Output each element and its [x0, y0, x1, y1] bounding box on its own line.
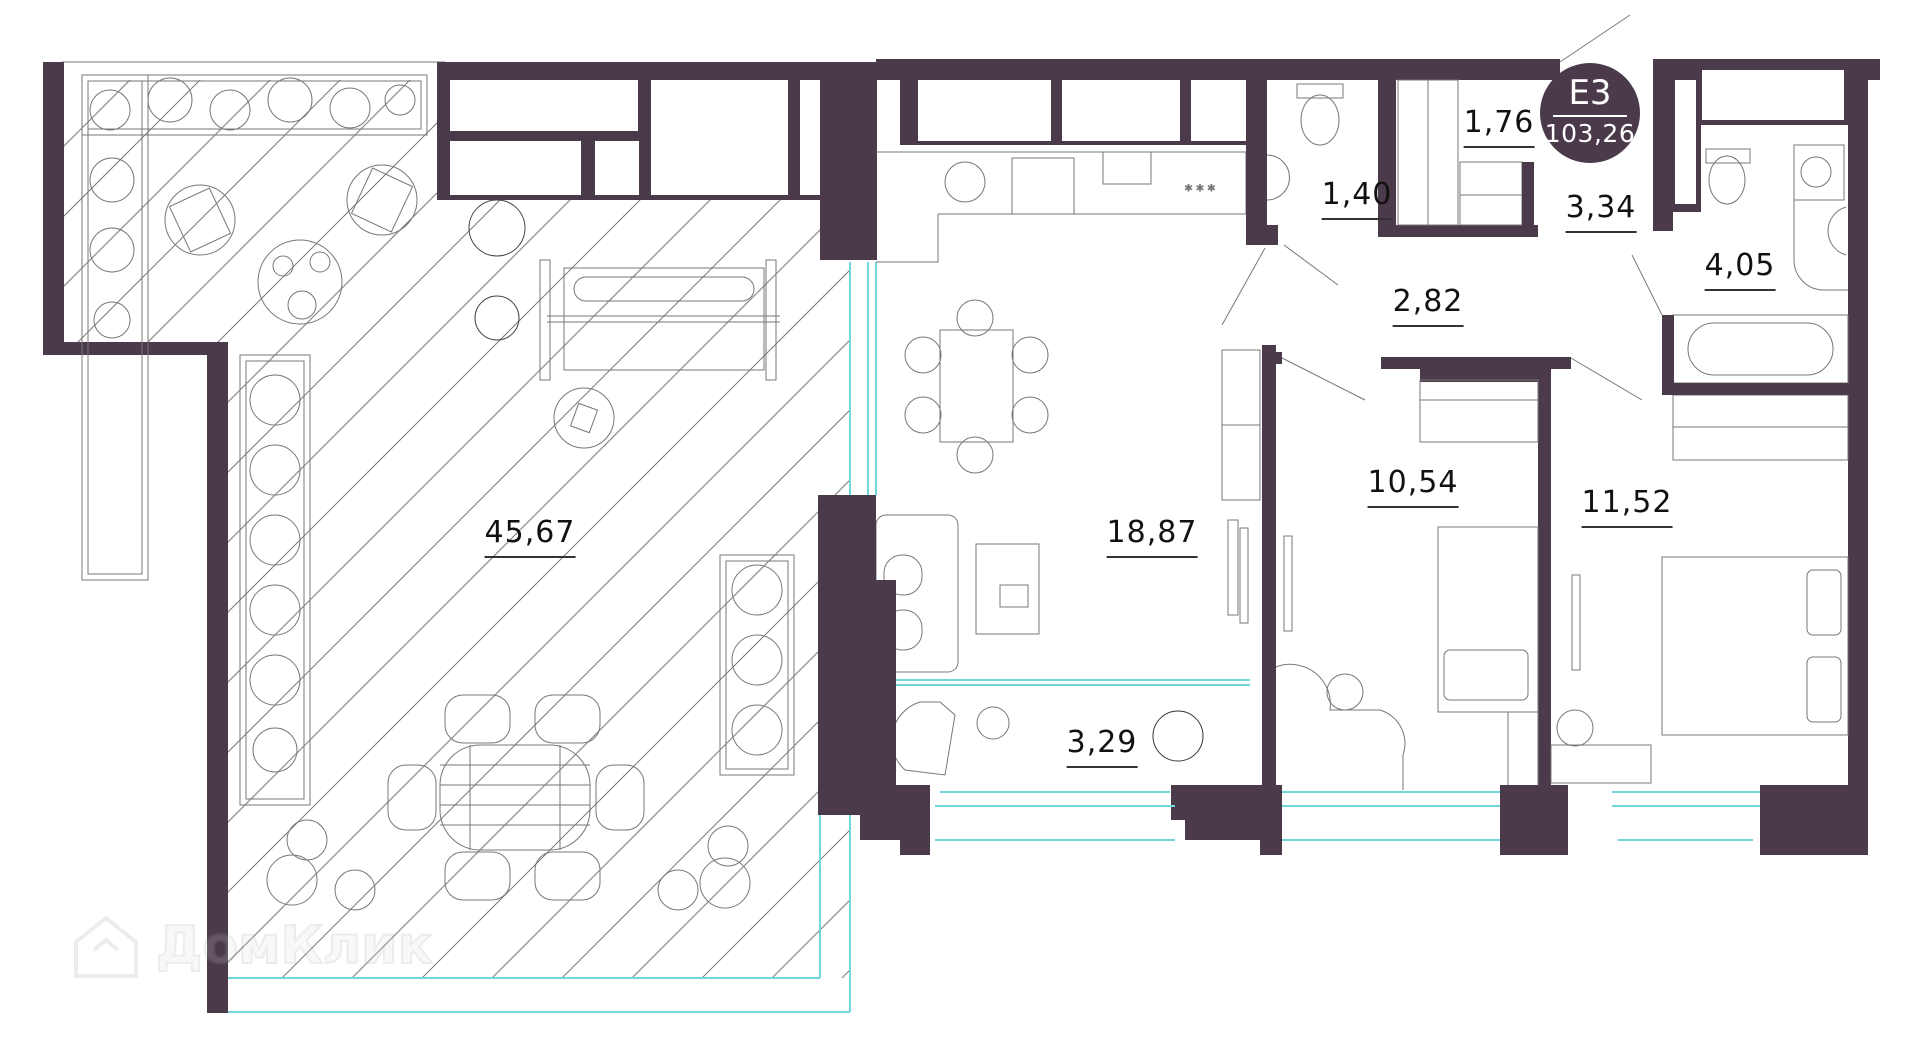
- room-area-bathroom: 4,05: [1705, 251, 1776, 291]
- unit-badge: Е3 103,26: [1540, 63, 1640, 163]
- plant-icons: [89, 77, 783, 773]
- wall-kitchen-bedroom: [1262, 345, 1276, 793]
- kitchen-upper: [900, 80, 1246, 145]
- storage-block: [437, 62, 877, 260]
- terrace-shrubs: [266, 819, 751, 911]
- bedroom2-furniture: [1550, 556, 1849, 784]
- bathroom-walls: [1653, 59, 1868, 855]
- door-swings: [1221, 14, 1663, 401]
- room-area-terrace: 45,67: [485, 518, 576, 558]
- wardrobe-shelving: [1397, 79, 1523, 226]
- badge-divider: [1553, 115, 1627, 117]
- room-area-hallway: 2,82: [1393, 287, 1464, 327]
- room-area-bedroom-2: 11,52: [1582, 488, 1673, 528]
- bottom-glazing: [935, 791, 1760, 841]
- room-area-kitchen-living: 18,87: [1107, 518, 1198, 558]
- terrace-glazing: [228, 262, 877, 1013]
- svg-text:* * *: * * *: [1185, 183, 1215, 199]
- bedroom1-wardrobe: [1221, 349, 1539, 790]
- top-wall: [876, 59, 1560, 80]
- room-area-bedroom-1: 10,54: [1368, 468, 1459, 508]
- unit-total-area: 103,26: [1544, 119, 1636, 148]
- house-logo-icon: [74, 915, 138, 978]
- planter-left: [239, 354, 311, 806]
- balcony-glazing: [876, 679, 1250, 686]
- terrace-dining-set: [387, 694, 645, 901]
- bottom-walls: [818, 495, 1868, 855]
- room-area-entry-hall: 3,34: [1566, 193, 1637, 233]
- planter-top: [81, 74, 428, 581]
- unit-code: Е3: [1568, 73, 1612, 113]
- balcony-furniture: [891, 701, 1204, 776]
- terrace-lounge: [164, 164, 780, 449]
- room-area-wardrobe: 1,76: [1464, 108, 1535, 148]
- wc-fixtures: [1266, 83, 1344, 201]
- room-area-wc: 1,40: [1322, 180, 1393, 220]
- kitchen-dining-set: [904, 299, 1049, 474]
- watermark-text: ДомКлик: [155, 915, 434, 977]
- terrace-walls: [43, 62, 228, 1013]
- kitchen-counter: * * *: [876, 151, 1247, 263]
- watermark: ДомКлик: [70, 910, 434, 982]
- room-area-balcony: 3,29: [1067, 728, 1138, 768]
- planter-right: [719, 554, 795, 776]
